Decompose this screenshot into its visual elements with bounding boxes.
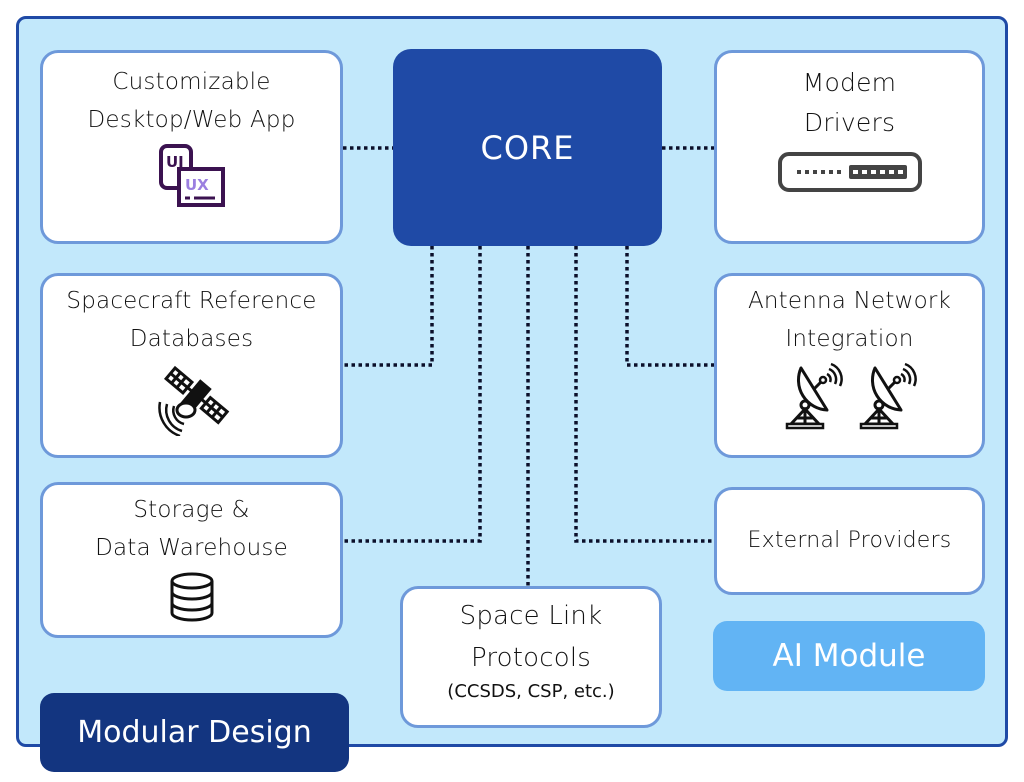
core-label: CORE: [480, 128, 575, 167]
module-title-line: Spacecraft Reference: [66, 288, 317, 314]
module-storage[interactable]: Storage & Data Warehouse: [40, 482, 343, 638]
module-title-line: Space Link: [459, 601, 603, 631]
module-antenna[interactable]: Antenna Network Integration: [714, 273, 985, 458]
database-icon: [168, 571, 216, 627]
ai-module[interactable]: AI Module: [713, 621, 985, 691]
satellite-dish-icon: [857, 362, 917, 434]
module-title-line: Protocols: [470, 643, 592, 673]
module-title-line: Desktop/Web App: [87, 107, 296, 133]
core-block[interactable]: CORE: [393, 49, 662, 246]
module-spacecraft-db[interactable]: Spacecraft Reference Databases: [40, 273, 343, 458]
module-title-line: Drivers: [803, 108, 896, 137]
svg-text:UI: UI: [166, 153, 184, 171]
ui-ux-icon: UI UX: [157, 143, 227, 213]
module-title-line: Antenna Network: [747, 288, 952, 314]
module-title-line: Databases: [129, 326, 254, 352]
module-title-line: Integration: [785, 326, 914, 352]
connector-spacecraft-db: [343, 246, 434, 367]
connector-storage: [343, 246, 482, 543]
module-title-line: Storage &: [133, 497, 250, 523]
module-modem[interactable]: Modem Drivers: [714, 50, 985, 244]
module-space-link[interactable]: Space Link Protocols (CCSDS, CSP, etc.): [400, 586, 662, 728]
modular-design-badge: Modular Design: [40, 693, 349, 772]
badge-label: Modular Design: [77, 715, 312, 750]
modem-icon: [777, 151, 923, 197]
module-desktop-app[interactable]: Customizable Desktop/Web App UI UX: [40, 50, 343, 244]
module-subtitle: (CCSDS, CSP, etc.): [447, 681, 615, 702]
module-title-line: Customizable: [112, 69, 271, 95]
module-title-line: External Providers: [747, 528, 952, 553]
module-title-line: Modem: [802, 68, 897, 97]
module-external[interactable]: External Providers: [714, 487, 985, 595]
ai-module-label: AI Module: [772, 638, 926, 674]
satellite-dish-icon: [783, 362, 843, 434]
module-title-line: Data Warehouse: [95, 535, 288, 561]
connector-antenna: [625, 246, 714, 367]
svg-text:UX: UX: [185, 176, 209, 194]
connector-external: [574, 246, 714, 543]
satellite-icon: [152, 362, 232, 440]
